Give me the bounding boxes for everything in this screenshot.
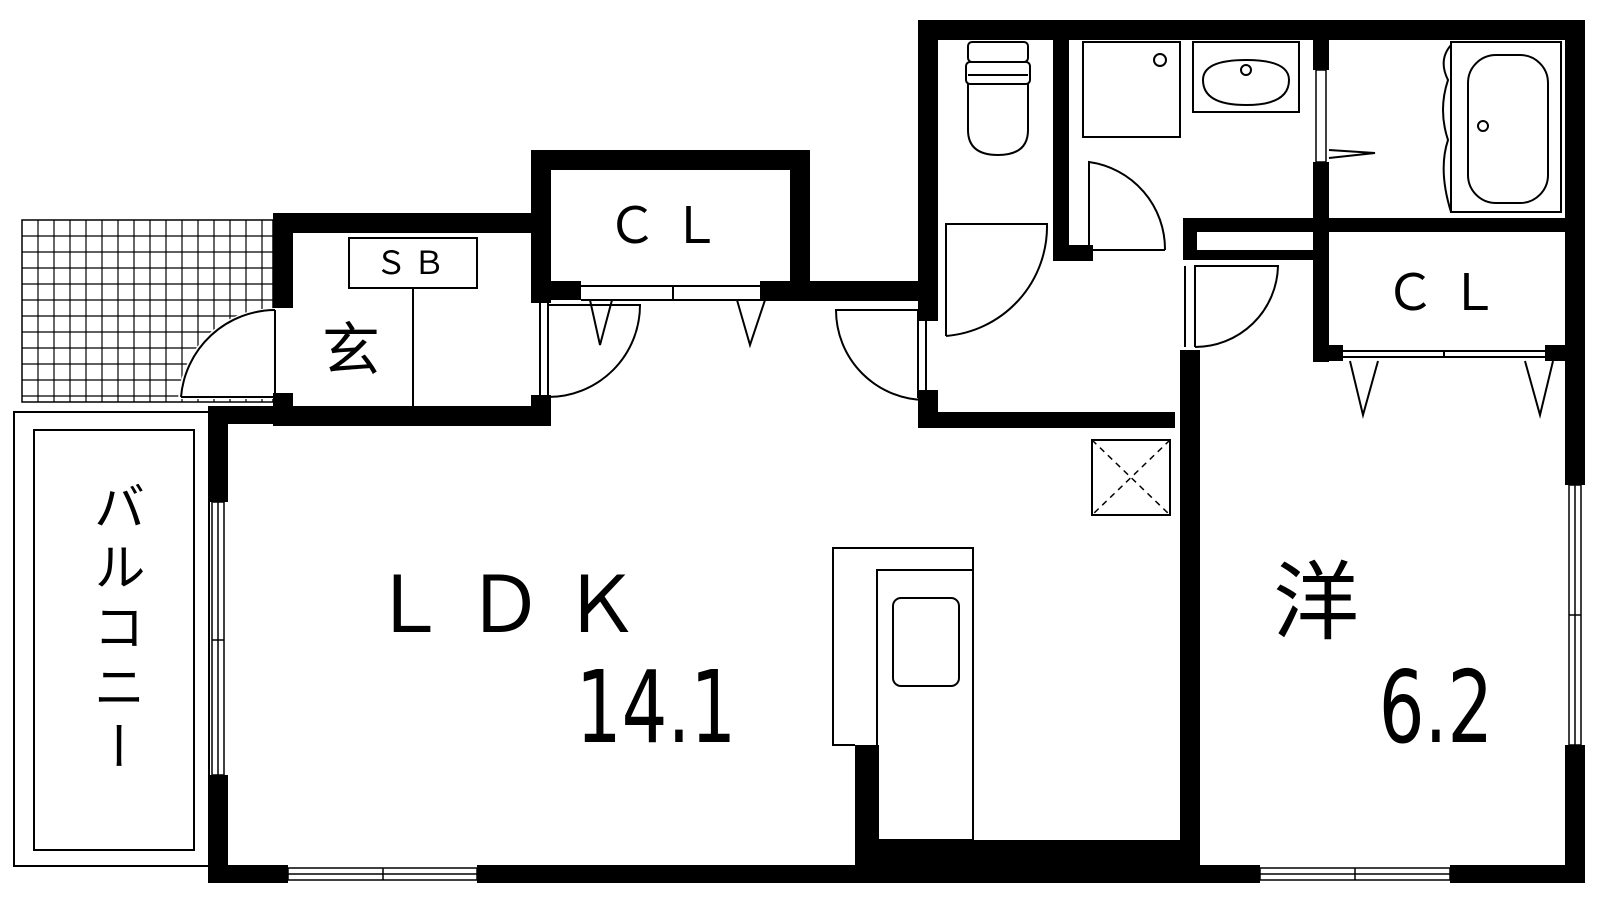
closet-center-label: ＣＬ [607,197,735,255]
windows [211,484,1582,881]
western-size-label: 6.2 [1379,649,1493,766]
laundry-pan [1091,439,1171,516]
washroom [1082,41,1300,138]
shoe-box-label: ＳＢ [375,244,451,282]
balcony-label: バルコニー [84,480,144,780]
balcony [13,411,210,867]
entrance-label: 玄 [322,316,380,384]
ldk-name-label: ＬＤＫ [370,561,658,651]
walls [208,20,1585,883]
western-name-label: 洋 [1273,553,1359,653]
closet-center [581,285,766,349]
doors [180,160,1280,401]
closet-right-label: ＣＬ [1385,264,1513,322]
ldk-size-label: 14.1 [576,649,736,766]
shoe-box-area [348,237,478,406]
closet-right [1343,350,1554,419]
toilet [965,41,1031,157]
porch-grid [21,219,275,403]
bath [1315,41,1562,213]
kitchen [832,547,974,841]
